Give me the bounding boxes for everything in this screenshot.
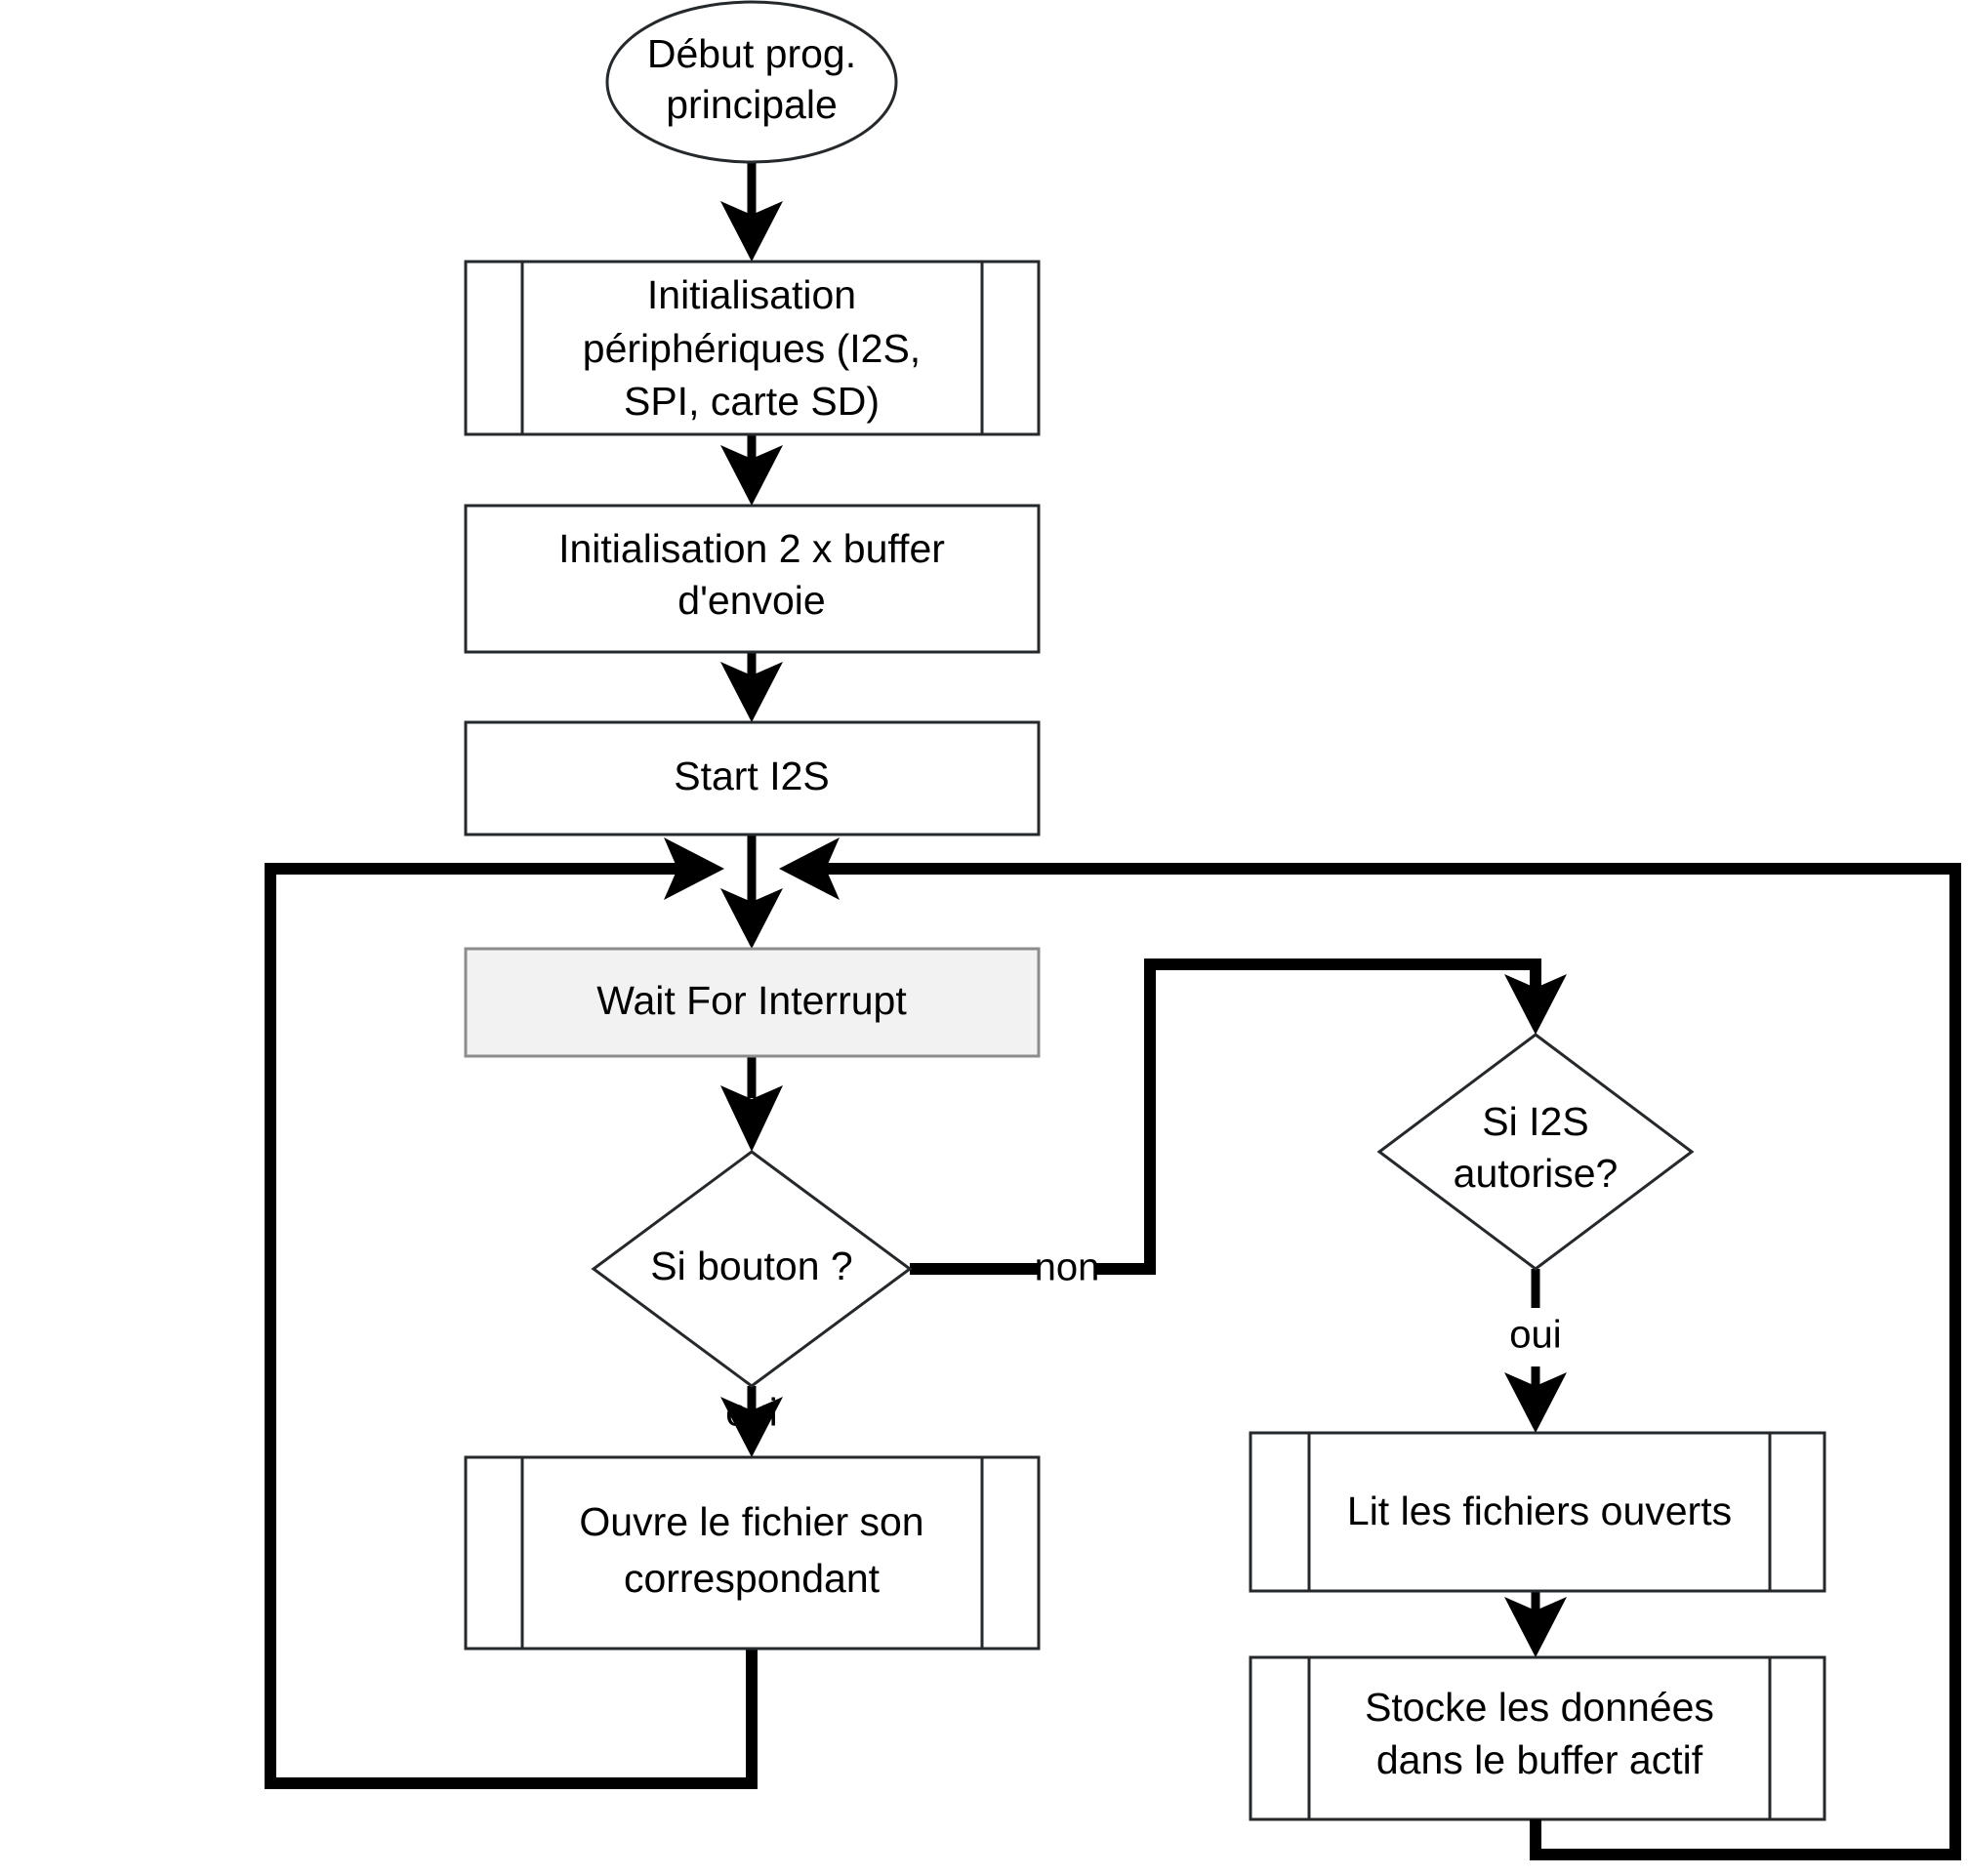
- node-decision-si-i2s-autorise[interactable]: Si I2S autorise?: [1376, 1033, 1695, 1271]
- node-init-periph-line1: Initialisation: [647, 272, 856, 317]
- node-lit-fichiers-ouverts[interactable]: Lit les fichiers ouverts: [1249, 1431, 1826, 1593]
- node-wait-for-interrupt-line1: Wait For Interrupt: [596, 978, 907, 1023]
- node-si-i2s-line2: autorise?: [1454, 1151, 1619, 1196]
- node-ouvre-fichier-line1: Ouvre le fichier son: [579, 1499, 923, 1544]
- edge-si-i2s-oui-to-lit-fichiers: [1504, 1269, 1567, 1433]
- node-init-periph-line3: SPI, carte SD): [624, 379, 880, 424]
- edge-start-to-init-periph: [720, 154, 783, 262]
- node-stocke-donnees-buffer[interactable]: Stocke les données dans le buffer actif: [1249, 1655, 1826, 1821]
- edge-ouvre-fichier-loop-back: [265, 837, 758, 1789]
- node-start-line2: principale: [666, 82, 838, 127]
- edge-init-buffers-to-start-i2s: [720, 652, 783, 722]
- node-lit-fichiers-line1: Lit les fichiers ouverts: [1347, 1489, 1732, 1533]
- edge-si-bouton-non-to-si-i2s: [910, 958, 1567, 1275]
- node-initialisation-buffers[interactable]: Initialisation 2 x buffer d'envoie: [464, 504, 1041, 654]
- node-start-line1: Début prog.: [647, 31, 856, 76]
- node-init-periph-line2: périphériques (I2S,: [583, 326, 921, 371]
- edge-wait-for-interrupt-to-si-bouton: [720, 1056, 783, 1152]
- node-init-buffers-line1: Initialisation 2 x buffer: [558, 526, 945, 571]
- edge-init-periph-to-init-buffers: [720, 434, 783, 506]
- edge-label-si-bouton-non: non: [1035, 1246, 1100, 1289]
- edge-merge-to-wait-for-interrupt: [720, 869, 783, 949]
- node-si-bouton-line1: Si bouton ?: [650, 1244, 852, 1288]
- node-decision-si-bouton[interactable]: Si bouton ?: [591, 1150, 913, 1388]
- node-start-i2s[interactable]: Start I2S: [464, 720, 1041, 836]
- node-si-i2s-line1: Si I2S: [1482, 1099, 1588, 1144]
- node-stocke-donnees-line2: dans le buffer actif: [1376, 1737, 1703, 1782]
- node-init-buffers-line2: d'envoie: [677, 578, 825, 623]
- node-start-debut-prog-principale[interactable]: Début prog. principale: [605, 0, 898, 164]
- node-wait-for-interrupt[interactable]: Wait For Interrupt: [464, 947, 1041, 1058]
- node-start-i2s-line1: Start I2S: [674, 754, 830, 798]
- edge-label-si-i2s-oui: oui: [1509, 1314, 1561, 1357]
- node-stocke-donnees-line1: Stocke les données: [1365, 1685, 1714, 1730]
- edge-lit-fichiers-to-stocke-donnees: [1504, 1591, 1567, 1657]
- node-ouvre-fichier-line2: correspondant: [624, 1556, 881, 1601]
- edge-si-bouton-oui-to-ouvre-fichier: [720, 1386, 783, 1457]
- edge-label-si-bouton-oui: oui: [725, 1392, 777, 1435]
- node-ouvre-fichier-son[interactable]: Ouvre le fichier son correspondant: [464, 1455, 1041, 1651]
- node-initialisation-peripheriques[interactable]: Initialisation périphériques (I2S, SPI, …: [464, 260, 1041, 436]
